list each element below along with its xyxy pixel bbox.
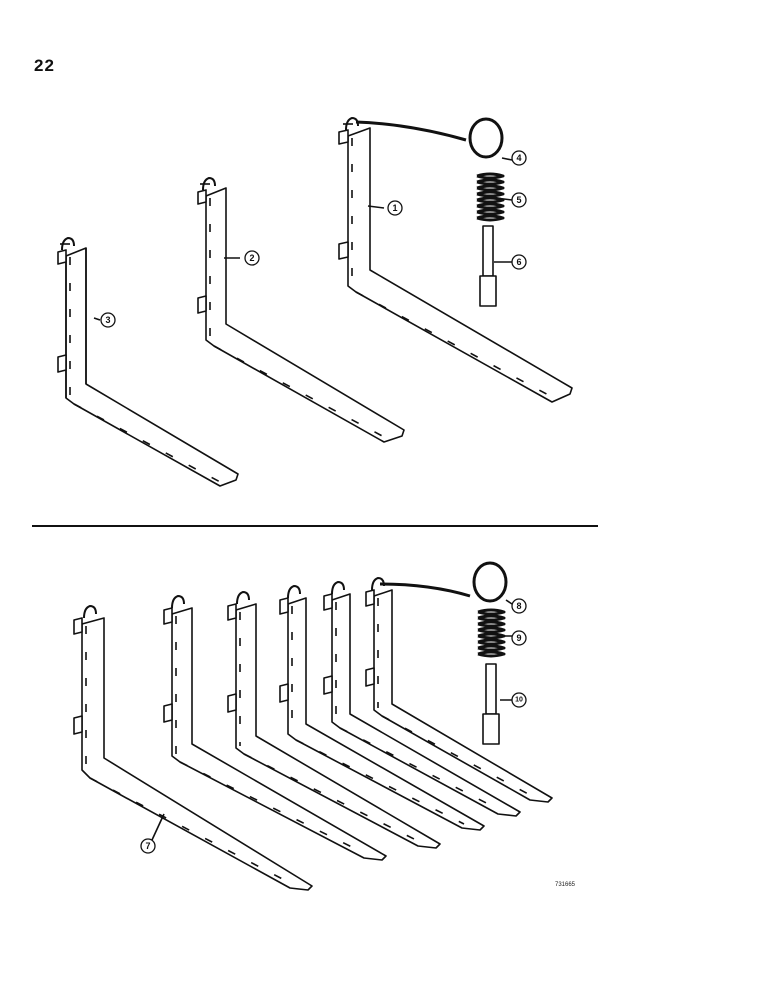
callout-3: 3 <box>105 315 110 325</box>
callout-10: 10 <box>515 697 523 704</box>
fork-set-c <box>227 591 441 849</box>
callout-5: 5 <box>516 195 521 205</box>
callout-9-circle <box>511 630 527 646</box>
callout-9: 9 <box>516 633 521 643</box>
callout-8-circle <box>511 598 527 614</box>
fork-1 <box>338 117 573 403</box>
callout-5-circle <box>511 192 527 208</box>
callout-4: 4 <box>516 153 521 163</box>
callout-1: 1 <box>392 203 397 213</box>
fork-set-e <box>323 581 521 817</box>
page-number: 22 <box>34 56 55 75</box>
fork-set-f <box>365 577 553 803</box>
fork-3 <box>57 237 239 487</box>
callout-6-circle <box>511 254 527 270</box>
callout-7: 7 <box>145 841 150 851</box>
pin-6 <box>479 225 497 307</box>
callout-6: 6 <box>516 257 521 267</box>
callout-2: 2 <box>249 253 254 263</box>
callout-10-circle <box>511 692 527 708</box>
spring-5 <box>475 172 505 222</box>
fork-7 <box>73 605 313 891</box>
callout-8: 8 <box>516 601 521 611</box>
fork-2 <box>197 177 405 443</box>
callout-7-circle <box>140 838 156 854</box>
callout-3-circle <box>100 312 116 328</box>
spring-9 <box>476 608 506 658</box>
callout-4-circle <box>511 150 527 166</box>
figure-code: 731665 <box>555 882 576 888</box>
fork-set-b <box>163 595 387 861</box>
pin-10 <box>482 663 500 745</box>
fork-set-d <box>279 585 485 831</box>
callout-1-circle <box>387 200 403 216</box>
callout-2-circle <box>244 250 260 266</box>
